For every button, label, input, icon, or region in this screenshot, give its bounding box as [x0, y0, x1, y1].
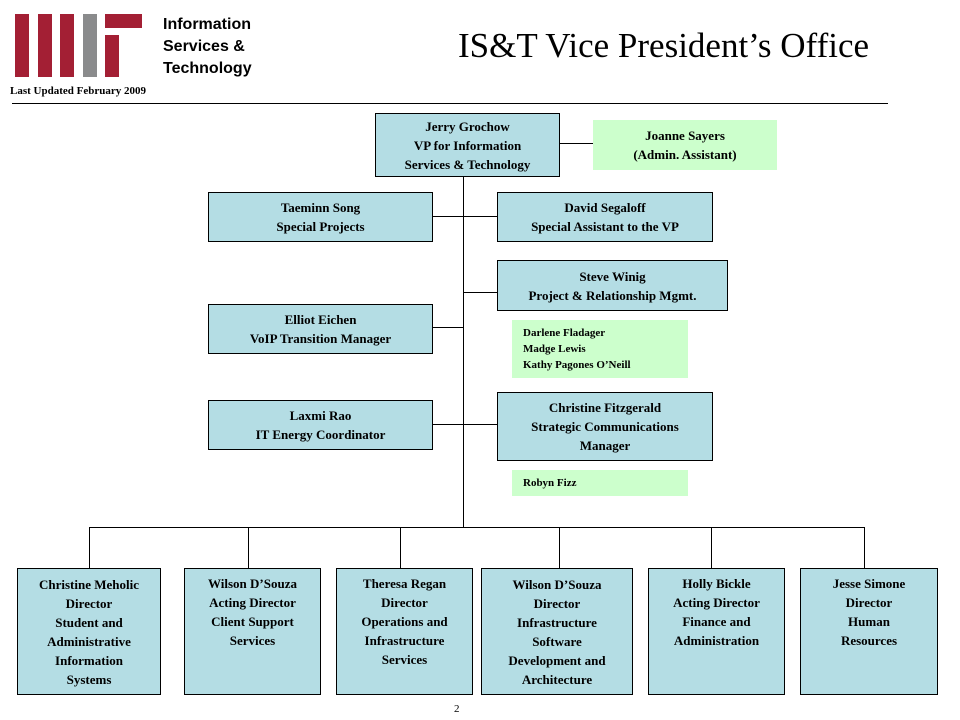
director-unit: Infrastructure [364, 633, 445, 648]
staff-title: Special Assistant to the VP [531, 219, 679, 234]
special-assistant-box: David Segaloff Special Assistant to the … [497, 192, 713, 242]
staff-name: Christine Fitzgerald [548, 400, 662, 415]
director-box: Christine Meholic Director Student and A… [17, 568, 161, 695]
project-relationship-box: Steve Winig Project & Relationship Mgmt. [497, 260, 728, 311]
director-title: Director [533, 595, 581, 611]
special-projects-box: Taeminn Song Special Projects [208, 192, 433, 242]
director-box: Holly Bickle Acting Director Finance and… [648, 568, 785, 695]
vp-title: VP for Information [413, 137, 522, 153]
director-name: Wilson D’Souza [512, 576, 602, 592]
director-title: Director [65, 595, 113, 611]
director-unit: Architecture [521, 671, 593, 687]
fitzgerald-team-list: Robyn Fizz [512, 470, 688, 496]
staff-title: Project & Relationship Mgmt. [528, 287, 697, 303]
director-unit: Systems [66, 671, 112, 687]
energy-coordinator-box: Laxmi Rao IT Energy Coordinator [208, 400, 433, 450]
director-box: Wilson D’Souza Acting Director Client Su… [184, 568, 321, 695]
director-name: Jesse Simone [832, 576, 906, 591]
staff-name: Steve Winig [579, 268, 646, 284]
staff-title: Special Projects [276, 219, 365, 234]
director-unit: Finance and [682, 614, 751, 629]
staff-title: VoIP Transition Manager [249, 331, 392, 346]
staff-title: IT Energy Coordinator [255, 427, 386, 442]
director-unit: Development and [508, 652, 606, 668]
admin-name: Joanne Sayers [645, 128, 725, 143]
director-title: Acting Director [209, 595, 296, 610]
director-title: Director [381, 595, 428, 610]
voip-manager-box: Elliot Eichen VoIP Transition Manager [208, 304, 433, 354]
vp-title: Services & Technology [404, 156, 531, 172]
admin-assistant-box: Joanne Sayers (Admin. Assistant) [593, 120, 777, 170]
org-name-line: Information [163, 16, 251, 33]
staff-name: Taeminn Song [280, 200, 361, 215]
director-unit: Services [229, 633, 276, 648]
director-box: Wilson D’Souza Director Infrastructure S… [481, 568, 633, 695]
director-unit: Software [532, 633, 582, 649]
org-name-line: Technology [163, 60, 252, 77]
director-title: Acting Director [673, 595, 760, 610]
staff-name: Elliot Eichen [284, 312, 357, 327]
director-unit: Services [381, 652, 428, 667]
team-member: Robyn Fizz [523, 477, 577, 489]
org-name: Information Services & Technology [163, 14, 252, 80]
director-name: Theresa Regan [362, 576, 447, 591]
team-member: Kathy Pagones O’Neill [523, 359, 631, 371]
vp-box: Jerry Grochow VP for Information Service… [375, 113, 560, 177]
director-name: Christine Meholic [38, 576, 139, 592]
staff-name: David Segaloff [564, 200, 646, 215]
director-unit: Infrastructure [517, 614, 597, 630]
director-name: Wilson D’Souza [208, 576, 297, 591]
header-divider [12, 103, 888, 104]
director-unit: Information [55, 652, 123, 668]
staff-title: Manager [579, 438, 631, 453]
vp-name: Jerry Grochow [425, 118, 510, 134]
staff-title: Strategic Communications [531, 419, 679, 434]
director-title: Director [845, 595, 893, 610]
org-name-line: Services & [163, 38, 245, 55]
page-title: IS&T Vice President’s Office [458, 26, 870, 65]
director-unit: Operations and [361, 614, 448, 629]
communications-manager-box: Christine Fitzgerald Strategic Communica… [497, 392, 713, 461]
team-member: Darlene Fladager [523, 327, 606, 339]
director-unit: Student and [55, 614, 123, 630]
director-unit: Client Support [211, 614, 294, 629]
director-box: Jesse Simone Director Human Resources [800, 568, 938, 695]
admin-title: (Admin. Assistant) [633, 147, 737, 162]
director-unit: Administrative [47, 633, 131, 649]
director-unit: Resources [840, 633, 898, 648]
director-box: Theresa Regan Director Operations and In… [336, 568, 473, 695]
director-unit: Human [848, 614, 890, 629]
last-updated: Last Updated February 2009 [10, 85, 146, 97]
page-number: 2 [454, 703, 460, 715]
director-unit: Administration [673, 633, 760, 648]
team-member: Madge Lewis [523, 343, 586, 355]
staff-name: Laxmi Rao [289, 408, 352, 423]
director-name: Holly Bickle [682, 576, 751, 591]
winig-team-list: Darlene Fladager Madge Lewis Kathy Pagon… [512, 320, 688, 378]
